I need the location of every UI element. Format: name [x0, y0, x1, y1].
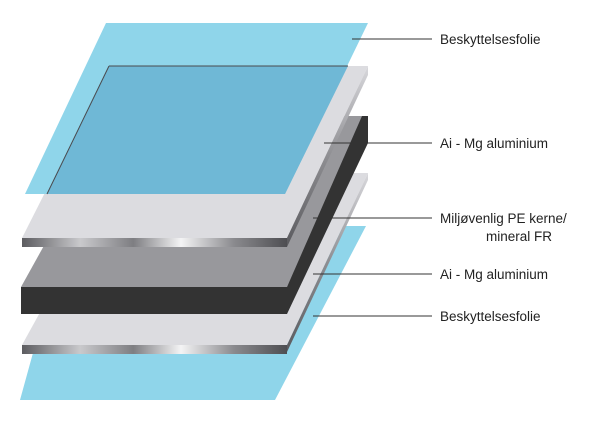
label-top-protective-foil: Beskyttelsesfolie [440, 32, 541, 47]
label-core-line2: mineral FR [486, 229, 553, 244]
label-top-aluminium: Ai - Mg aluminium [440, 136, 549, 151]
label-core-line1: Miljøvenlig PE kerne/ [440, 211, 567, 226]
top-protective-foil [25, 23, 368, 195]
label-bottom-aluminium: Ai - Mg aluminium [440, 267, 549, 282]
label-bottom-protective-foil: Beskyttelsesfolie [440, 309, 541, 324]
